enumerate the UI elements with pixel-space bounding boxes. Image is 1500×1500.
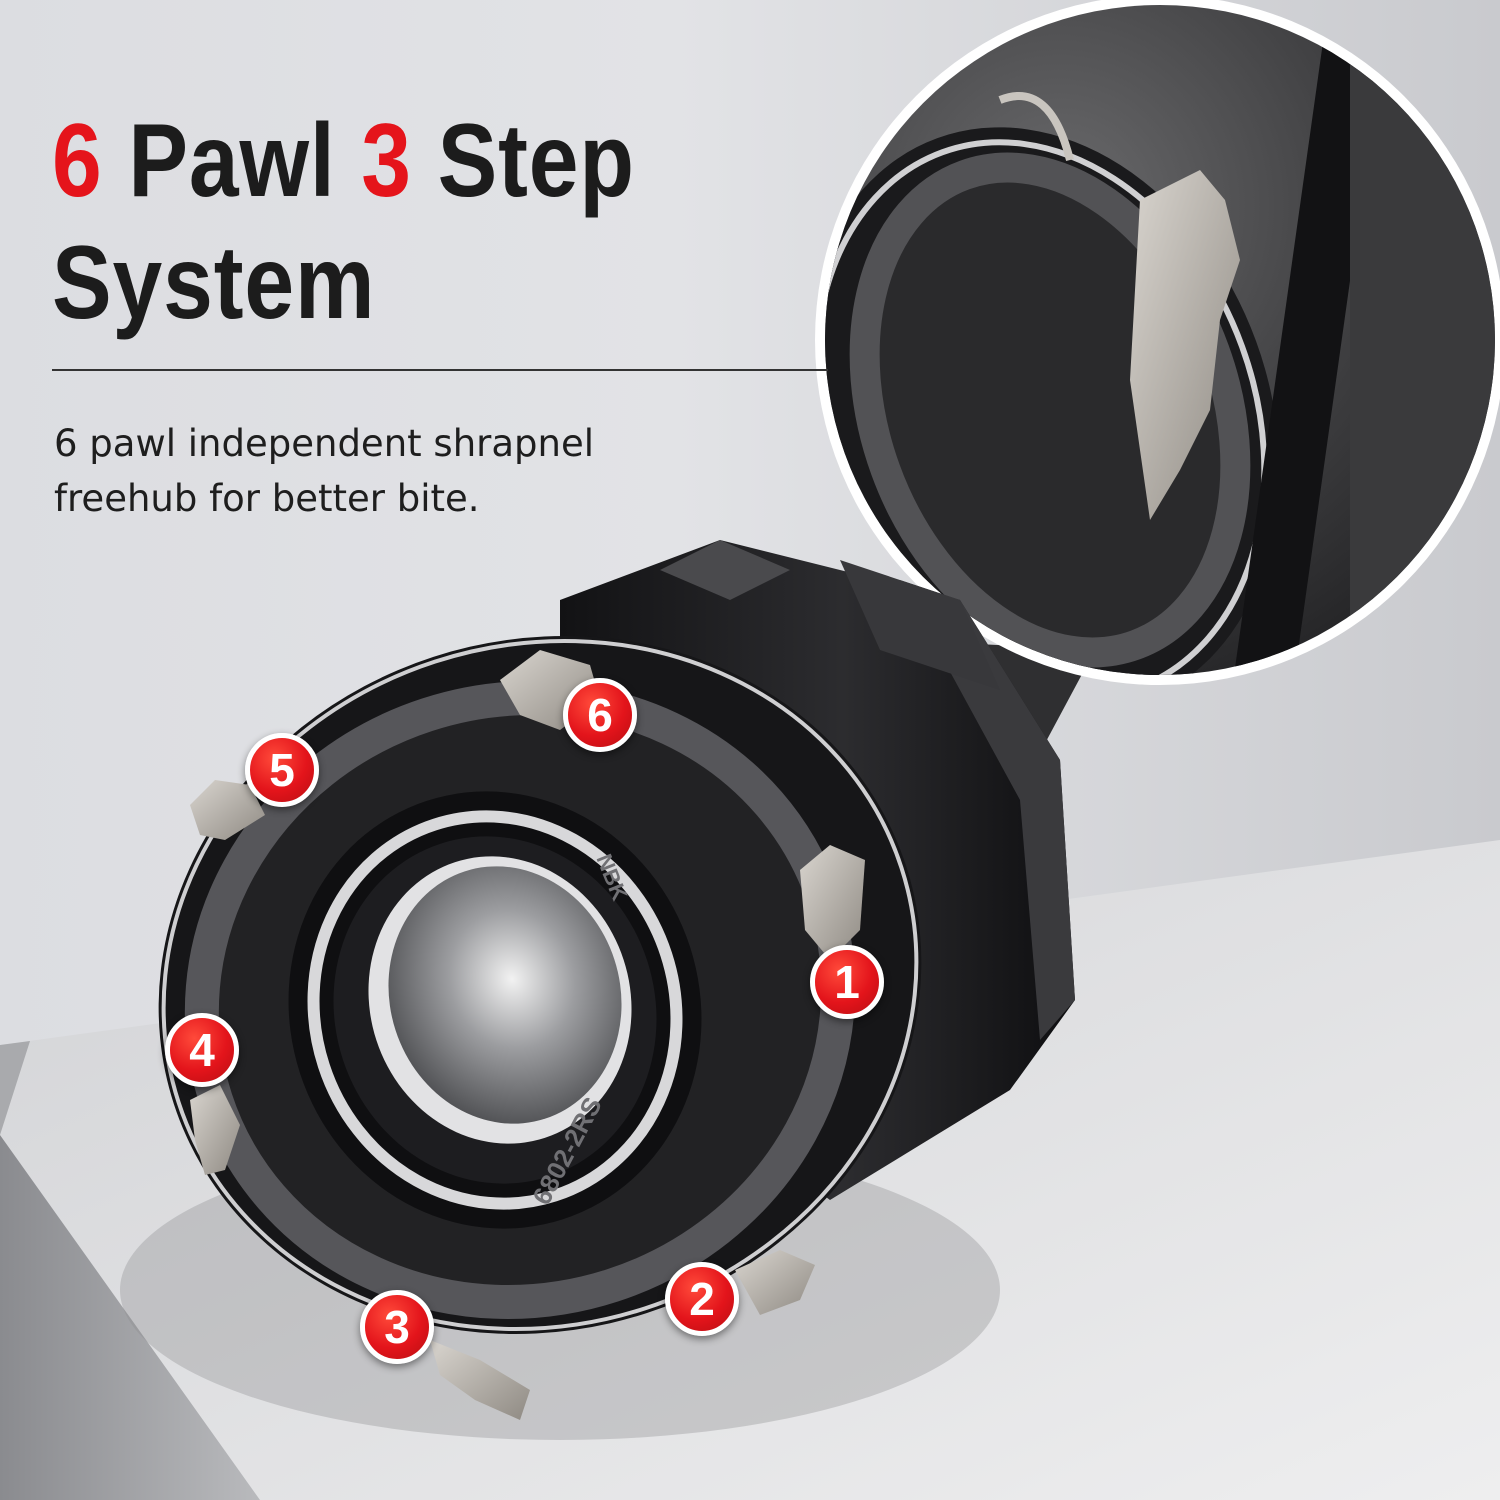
headline: 6 Pawl 3 Step System: [52, 100, 826, 344]
pawl-marker-1: 1: [810, 945, 884, 1019]
description-line-2: freehub for better bite.: [54, 477, 480, 520]
divider-line: [52, 369, 828, 371]
pawl-4-icon: [190, 1085, 240, 1175]
description: 6 pawl independent shrapnel freehub for …: [54, 416, 774, 526]
headline-word-pawl: Pawl: [128, 103, 336, 219]
description-line-1: 6 pawl independent shrapnel: [54, 422, 595, 465]
pawl-marker-4: 4: [165, 1013, 239, 1087]
pawl-2-icon: [735, 1250, 815, 1315]
pawl-3-icon: [430, 1340, 530, 1420]
zoom-callout: [815, 0, 1500, 790]
pawl-marker-5: 5: [245, 733, 319, 807]
headline-number-3: 3: [361, 103, 412, 219]
bearing: 6802-2RS NBK: [288, 791, 702, 1229]
headline-word-step: Step: [437, 103, 635, 219]
pawl-marker-6: 6: [563, 678, 637, 752]
pawl-5-icon: [190, 780, 265, 840]
headline-word-system: System: [52, 225, 376, 341]
pawl-1-icon: [800, 845, 865, 960]
headline-number-6: 6: [52, 103, 103, 219]
pawl-marker-3: 3: [360, 1290, 434, 1364]
zoomed-pawl-icon: [1130, 170, 1240, 520]
pawl-marker-2: 2: [665, 1262, 739, 1336]
